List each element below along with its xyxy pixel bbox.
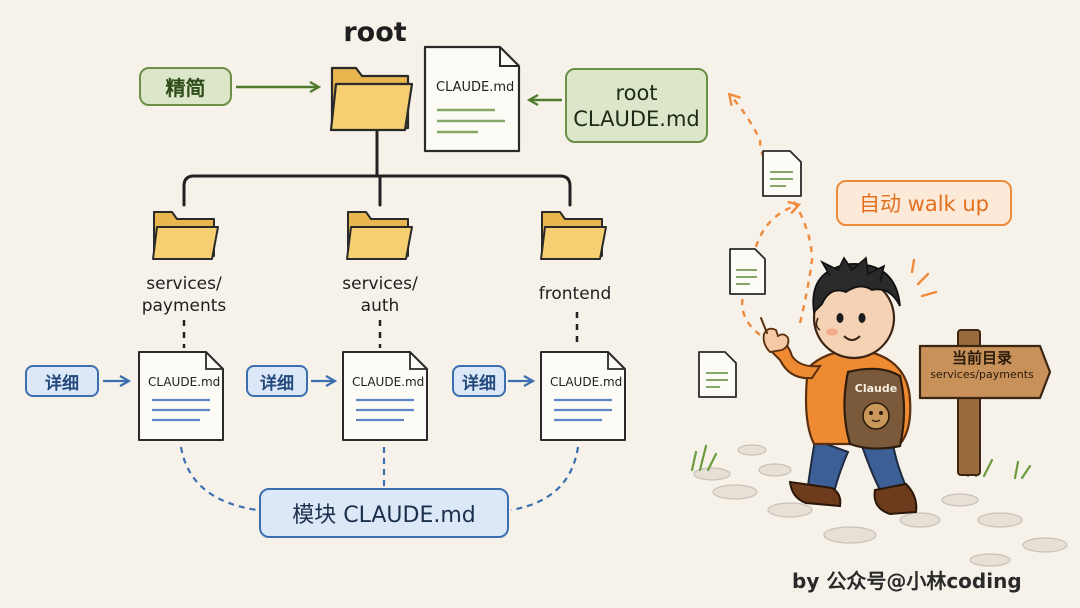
signpost-path: services/payments [930, 368, 1034, 381]
payments-folder-icon [152, 211, 219, 260]
payments-claude-doc-icon [138, 351, 224, 441]
frontend-folder-icon [540, 211, 607, 260]
root-claude-tag: root CLAUDE.md [565, 68, 708, 143]
auth-folder-icon [346, 211, 413, 260]
backpack-label: Claude [854, 382, 898, 395]
root-claude-doc-icon [423, 45, 521, 153]
root-doc-label: CLAUDE.md [436, 80, 515, 95]
concise-tag: 精简 [139, 67, 232, 106]
walk-up-path [730, 95, 814, 336]
signpost-icon [918, 329, 1052, 476]
folder-label-auth: services/ auth [342, 274, 418, 316]
module-claude-tag: 模块 CLAUDE.md [259, 488, 509, 538]
floating-doc-icon [698, 351, 737, 398]
folder-doc-dashes [182, 312, 579, 348]
tree-connector [182, 130, 572, 207]
module-dashes [179, 446, 580, 512]
signpost-text: 当前目录 services/payments [921, 346, 1043, 383]
frontend-doc-label: CLAUDE.md [550, 375, 623, 389]
folder-label-payments: services/ payments [141, 274, 227, 316]
floating-doc-icon [762, 150, 802, 197]
root-folder-icon [329, 66, 414, 132]
payments-doc-label: CLAUDE.md [148, 375, 221, 389]
frontend-claude-doc-icon [540, 351, 626, 441]
detailed-tag-payments: 详细 [25, 365, 99, 397]
detailed-tag-auth: 详细 [246, 365, 308, 397]
ground-stones [693, 444, 1068, 567]
auth-doc-label: CLAUDE.md [352, 375, 425, 389]
walk-up-tag: 自动 walk up [836, 180, 1012, 226]
floating-doc-icon [729, 248, 766, 295]
boy-character-icon [760, 256, 938, 516]
root-title: root [343, 17, 407, 48]
detailed-tag-frontend: 详细 [452, 365, 506, 397]
auth-claude-doc-icon [342, 351, 428, 441]
signpost-title: 当前目录 [951, 349, 1012, 367]
folder-label-frontend: frontend [538, 284, 612, 304]
author-credit: by 公众号@小林coding [792, 569, 1022, 593]
